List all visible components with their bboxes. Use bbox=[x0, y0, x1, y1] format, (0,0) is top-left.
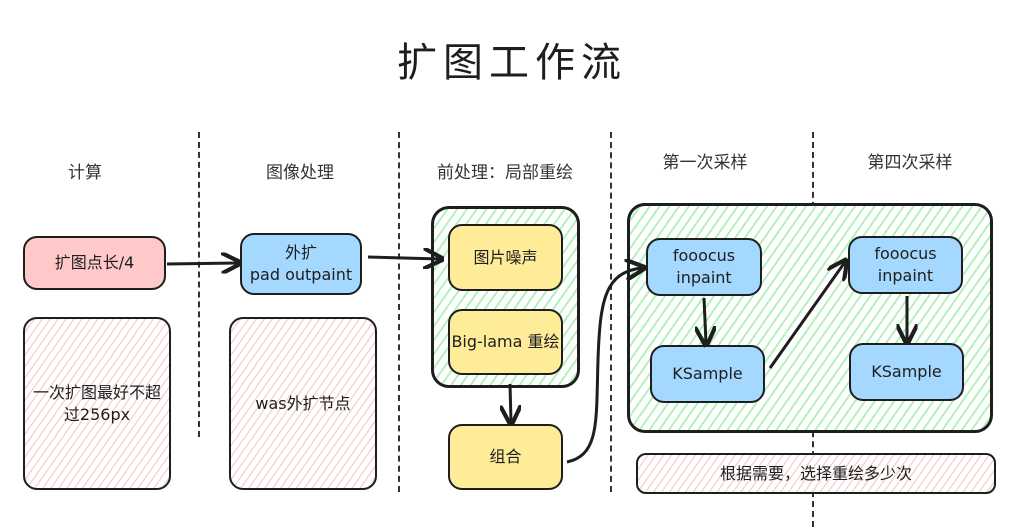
arrow-calc-to-pad bbox=[166, 263, 238, 264]
column-divider bbox=[610, 132, 612, 492]
node-pad-outpaint[interactable]: 外扩 pad outpaint bbox=[240, 233, 362, 295]
node-expand-length[interactable]: 扩图点长/4 bbox=[23, 236, 166, 290]
node-label: 图片噪声 bbox=[473, 247, 538, 267]
node-ksample-1[interactable]: KSample bbox=[650, 345, 765, 403]
column-label-preprocess: 前处理：局部重绘 bbox=[437, 163, 573, 183]
node-fooocus-inpaint-1[interactable]: fooocus inpaint bbox=[646, 238, 762, 296]
node-biglama-inpaint[interactable]: Big-lama 重绘 bbox=[448, 309, 563, 375]
note-calc-limit: 一次扩图最好不超过256px bbox=[23, 317, 171, 490]
column-label-fourth-sample: 第四次采样 bbox=[867, 153, 953, 173]
column-divider bbox=[398, 132, 400, 492]
node-label: Big-lama 重绘 bbox=[451, 332, 560, 352]
node-label: 扩图点长/4 bbox=[54, 253, 135, 273]
note-label: 一次扩图最好不超过256px bbox=[32, 382, 161, 424]
node-ksample-4[interactable]: KSample bbox=[849, 343, 964, 401]
note-label: 根据需要，选择重绘多少次 bbox=[719, 463, 912, 483]
node-fooocus-inpaint-4[interactable]: fooocus inpaint bbox=[848, 236, 963, 294]
column-label-calc: 计算 bbox=[68, 163, 102, 183]
note-repeat-count: 根据需要，选择重绘多少次 bbox=[636, 453, 996, 494]
node-label: fooocus inpaint bbox=[672, 246, 736, 287]
column-divider bbox=[198, 132, 200, 437]
node-image-noise[interactable]: 图片噪声 bbox=[448, 224, 563, 291]
column-label-image-processing: 图像处理 bbox=[266, 163, 334, 183]
page-title: 扩图工作流 bbox=[397, 40, 627, 86]
column-label-first-sample: 第一次采样 bbox=[662, 153, 748, 173]
arrow-combine-to-inpaint bbox=[566, 268, 642, 464]
arrow-ksample1-to-inpaint4 bbox=[768, 262, 845, 369]
note-label: was外扩节点 bbox=[255, 393, 351, 413]
node-label: 组合 bbox=[489, 447, 522, 467]
node-label: KSample bbox=[871, 362, 942, 382]
note-was-node: was外扩节点 bbox=[229, 317, 377, 490]
node-label: KSample bbox=[672, 364, 743, 384]
arrow-pad-to-preprocess bbox=[367, 257, 440, 259]
arrow-inpaint1-to-ksample1 bbox=[704, 297, 706, 343]
node-sublabel: pad outpaint bbox=[249, 265, 353, 284]
node-label: 外扩 bbox=[284, 243, 317, 263]
arrow-preprocess-to-combine bbox=[510, 383, 511, 422]
node-label: fooocus inpaint bbox=[874, 244, 937, 285]
